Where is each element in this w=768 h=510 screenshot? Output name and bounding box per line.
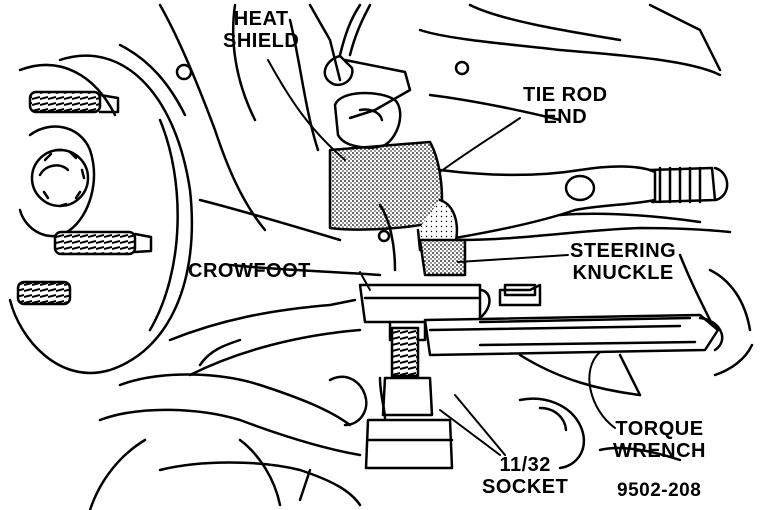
strut-body xyxy=(158,3,722,232)
figure-number: 9502-208 xyxy=(617,480,702,501)
torque-wrench xyxy=(423,313,724,397)
socket-label: 11/32 SOCKET xyxy=(482,454,569,498)
lower-control-arm xyxy=(518,268,754,470)
brake-rotor xyxy=(8,43,194,375)
crowfoot-label: CROWFOOT xyxy=(188,260,311,282)
socket-and-stud xyxy=(364,326,454,470)
tie-rod-end xyxy=(416,165,729,277)
heat-shield xyxy=(328,91,444,231)
wheel-hub xyxy=(18,125,96,238)
torque-wrench-label: TORQUE WRENCH xyxy=(613,418,706,462)
wheel-studs xyxy=(16,90,153,306)
brake-line xyxy=(323,3,412,120)
tie-rod-end-label: TIE ROD END xyxy=(523,84,608,128)
steering-knuckle-label: STEERING KNUCKLE xyxy=(570,240,677,284)
steering-knuckle xyxy=(198,198,732,322)
sway-bar xyxy=(168,298,362,377)
heat-shield-label: HEAT SHIELD xyxy=(223,8,300,52)
leader-lines xyxy=(267,59,616,456)
technician-hand xyxy=(88,373,368,510)
crowfoot-wrench xyxy=(358,283,491,342)
